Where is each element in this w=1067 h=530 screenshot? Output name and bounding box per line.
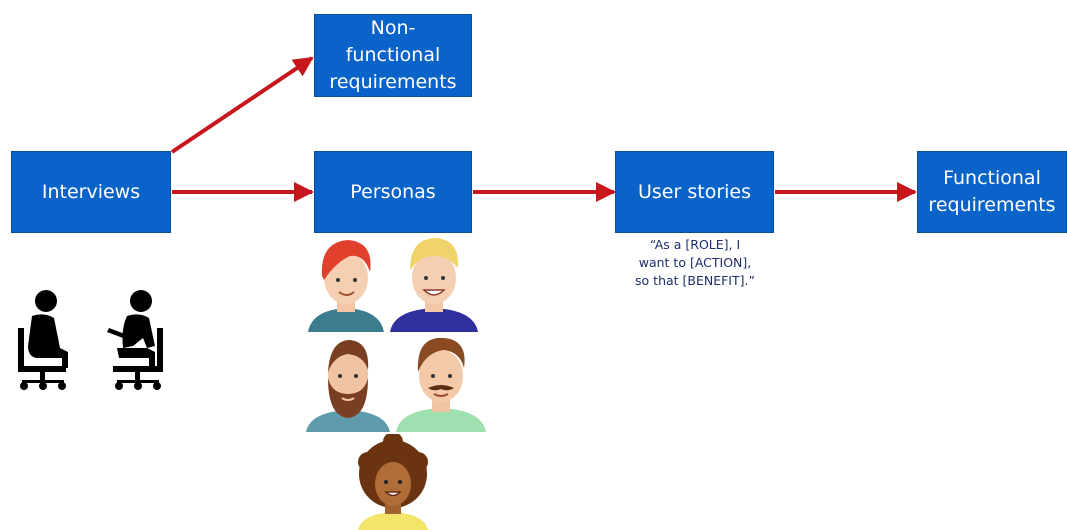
person-sitting-icon <box>18 290 68 390</box>
user-story-template: “As a [ROLE], I want to [ACTION], so tha… <box>635 237 755 288</box>
persona-mustache-icon <box>396 337 486 432</box>
arrow-interviews-to-nonfunctional <box>170 56 314 154</box>
node-functional-requirements: Functional requirements <box>917 151 1067 233</box>
node-user-stories: User stories <box>615 151 774 233</box>
persona-red-hair-icon <box>308 240 384 332</box>
person-taking-notes-icon <box>107 290 163 390</box>
node-nonfunctional-requirements: Non- functional requirements <box>314 14 472 97</box>
node-personas: Personas <box>314 151 472 233</box>
persona-bearded-icon <box>306 340 390 432</box>
node-interviews: Interviews <box>11 151 171 233</box>
persona-curly-hair-icon <box>358 434 428 530</box>
persona-blond-icon <box>390 238 478 332</box>
